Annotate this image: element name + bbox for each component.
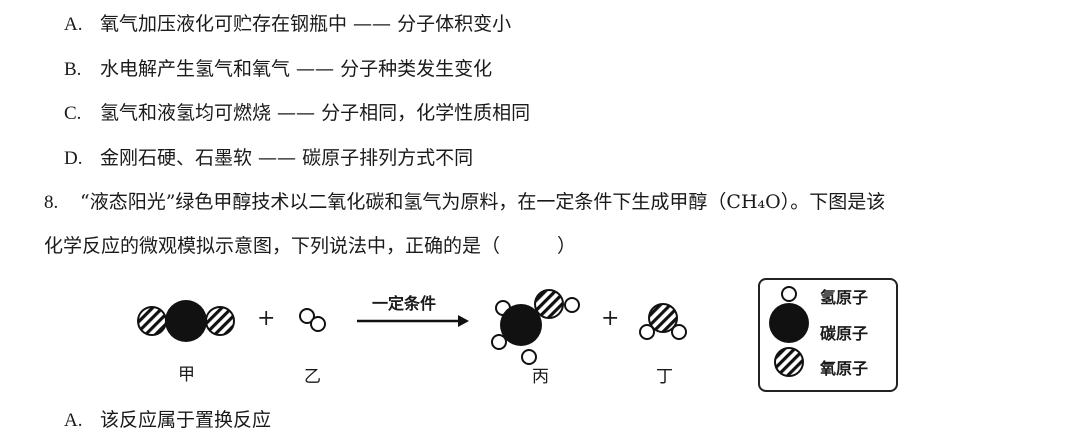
question-8-line2: 化学反应的微观模拟示意图，下列说法中，正确的是（ ） — [44, 235, 577, 257]
molecule-drawings — [137, 286, 809, 377]
plus-sign-1: + — [257, 306, 276, 331]
molecule-h2o — [639, 303, 687, 340]
option-d-prev: D.金刚石硬、石墨软 —— 碳原子排列方式不同 — [64, 147, 474, 169]
plus-sign-2: + — [601, 306, 620, 331]
option-b-prev: B.水电解产生氢气和氧气 —— 分子种类发生变化 — [64, 58, 493, 80]
option-c-prev: C.氢气和液氢均可燃烧 —— 分子相同，化学性质相同 — [64, 102, 531, 124]
label-ding: 丁 — [656, 367, 673, 387]
molecule-h2 — [299, 308, 326, 332]
legend-carbon: 碳原子 — [820, 324, 869, 343]
answer-option-a: A.该反应属于置换反应 — [64, 409, 272, 431]
legend-oxygen: 氧原子 — [820, 359, 869, 378]
label-bing: 丙 — [532, 367, 549, 387]
reaction-condition: 一定条件 — [372, 294, 437, 313]
molecule-co2 — [137, 300, 235, 342]
option-a-prev: A.氧气加压液化可贮存在钢瓶中 —— 分子体积变小 — [64, 13, 512, 35]
molecule-ch4o — [491, 289, 580, 365]
label-jia: 甲 — [178, 365, 195, 385]
legend-symbols — [769, 286, 809, 377]
label-yi: 乙 — [304, 367, 321, 387]
legend-box — [758, 278, 898, 392]
reaction-arrow — [357, 315, 469, 327]
reaction-diagram: + 一定条件 + 甲 乙 丙 丁 氢原子 碳原子 氧原子 — [0, 270, 1080, 395]
question-8-line1: 8.“液态阳光”绿色甲醇技术以二氧化碳和氢气为原料，在一定条件下生成甲醇（CH₄… — [44, 191, 886, 213]
legend-hydrogen: 氢原子 — [820, 288, 869, 307]
